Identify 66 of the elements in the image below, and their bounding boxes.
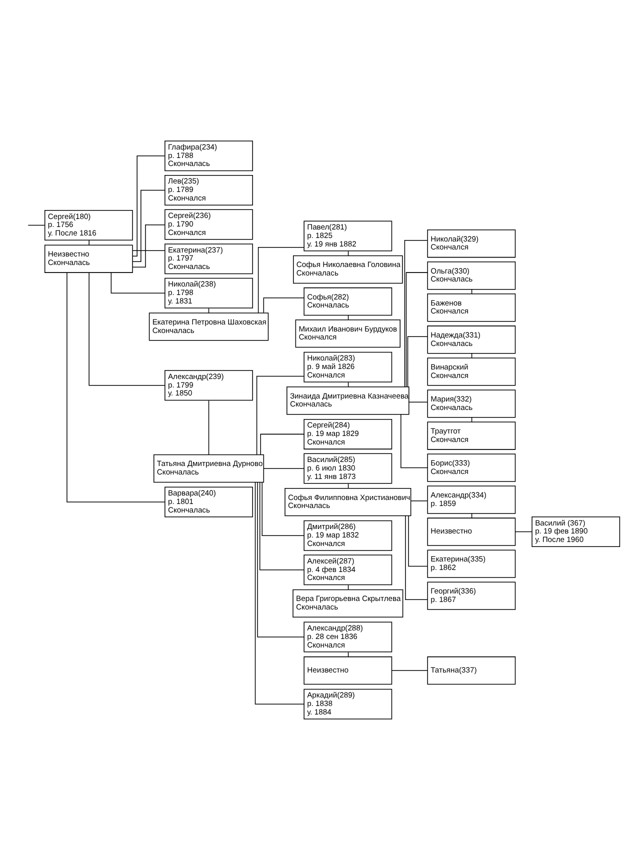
connector: [88, 272, 166, 386]
node-box: Татьяна(337): [427, 656, 516, 684]
node-box: Винарский Скончался: [427, 357, 516, 386]
node-box: Павел(281) р. 1825 у. 19 янв 1882: [304, 220, 392, 251]
node-box: Лев(235) р. 1789 Скончался: [164, 174, 253, 205]
connector: [110, 272, 166, 294]
node-box: Василий(285) р. 6 июл 1830 у. 11 янв 1873: [304, 452, 392, 484]
connector: [404, 239, 428, 387]
connector: [132, 189, 166, 262]
connector: [132, 224, 166, 267]
connector: [260, 433, 304, 455]
connector: [254, 482, 304, 704]
node-box: Николай(329) Скончался: [427, 229, 516, 258]
connector: [262, 482, 304, 536]
connector: [408, 515, 428, 566]
connector: [66, 272, 166, 502]
node-box: Екатерина(335) р. 1862: [427, 549, 516, 578]
node-box: Александр(288) р. 28 сен 1836 Скончался: [304, 621, 392, 652]
connector: [257, 481, 304, 637]
connector: [256, 375, 304, 455]
node-box: Михаил Иванович Бурдуков Скончался: [295, 318, 400, 348]
connector: [405, 514, 428, 600]
node-box: Николай(238) р. 1798 у. 1831: [164, 277, 253, 308]
node-box: Александр(334) р. 1859: [427, 485, 516, 514]
node-box: Татьяна Дмитриевна Дурново Скончалась: [154, 454, 264, 482]
connector: [259, 482, 304, 570]
node-box: Екатерина Петровна Шаховская Скончалась: [148, 312, 269, 340]
connector: [208, 400, 210, 455]
node-box: Неизвестно: [427, 517, 516, 546]
node-box: Мария(332) Скончалась: [427, 389, 516, 418]
node-box: Варвара(240) р. 1801 Скончалась: [164, 486, 253, 517]
node-box: Алексей(287) р. 4 фев 1834 Скончался: [304, 554, 392, 585]
node-box: Неизвестно Скончалась: [44, 244, 133, 272]
node-box: Ольга(330) Скончалась: [427, 261, 516, 290]
node-box: Василий (367) р. 19 фев 1890 у. После 1960: [532, 516, 620, 547]
node-box: Аркадий(289) р. 1838 у. 1884: [304, 688, 392, 719]
node-box: Софья Филипповна Христианович Скончалась: [284, 487, 412, 516]
node-box: Дмитрий(286) р. 19 мар 1832 Скончался: [304, 520, 392, 550]
node-box: Траутгот Скончался: [427, 421, 516, 450]
node-box: Сергей(180) р. 1756 у. После 1816: [44, 210, 133, 240]
node-box: Софья(282) Скончалась: [304, 286, 392, 316]
connector: [410, 500, 428, 501]
connector: [132, 155, 166, 256]
connector: [258, 246, 304, 313]
connector: [408, 401, 428, 402]
connector: [407, 336, 428, 387]
connector: [400, 414, 428, 468]
node-box: Екатерина(237) р. 1797 Скончалась: [164, 243, 253, 274]
node-box: Баженов Скончался: [427, 293, 516, 322]
node-box: Глафира(234) р. 1788 Скончалась: [164, 140, 253, 171]
node-box: Зинаида Дмитриевна Казначеева Скончалась: [286, 386, 410, 414]
node-box: Надежда(331) Скончалась: [427, 325, 516, 354]
node-box: Борис(333) Скончался: [427, 453, 516, 482]
connector: [28, 224, 46, 226]
node-box: Николай(283) р. 9 май 1826 Скончался: [304, 351, 392, 382]
node-box: Вера Григорьевна Скрытлева Скончалась: [292, 588, 404, 618]
connector: [263, 297, 304, 313]
node-box: Георгий(336) р. 1867: [427, 581, 516, 610]
connector: [515, 530, 532, 532]
node-box: Александр(239) р. 1799 у. 1850: [164, 370, 253, 400]
connector: [88, 240, 90, 245]
node-box: Неизвестно: [304, 656, 392, 684]
node-box: Сергей(236) р. 1790 Скончался: [164, 208, 253, 240]
node-box: Софья Николаевна Головина Скончалась: [293, 254, 403, 284]
node-box: Сергей(284) р. 19 мар 1829 Скончался: [304, 418, 392, 449]
connector: [406, 272, 428, 387]
